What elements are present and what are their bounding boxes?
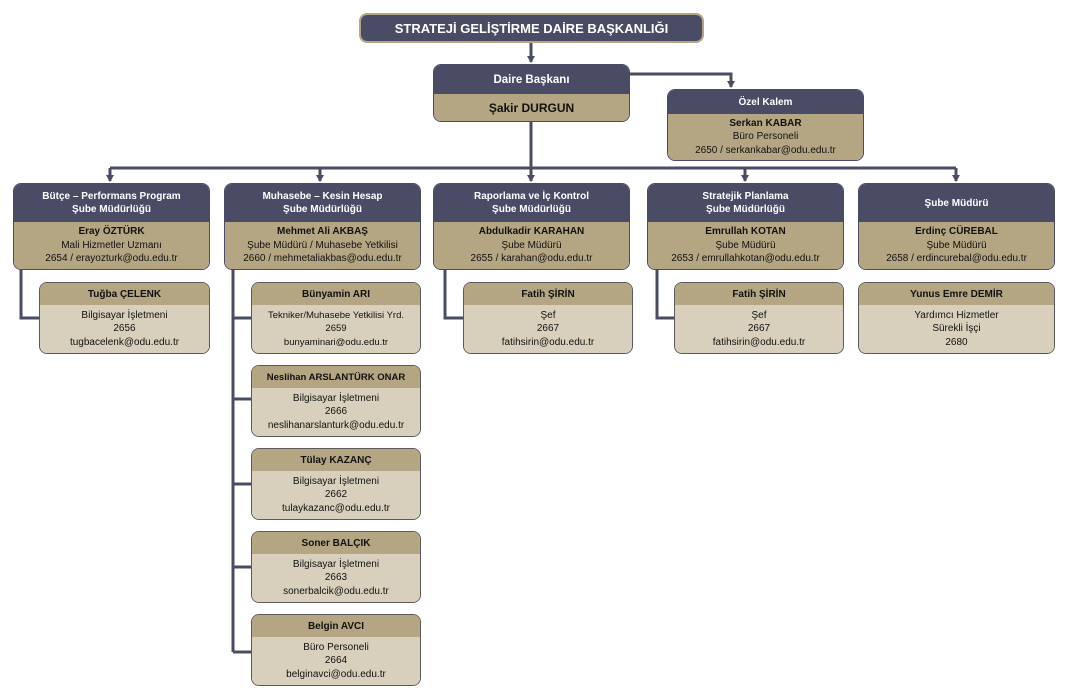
staff-extension: 2662: [324, 489, 348, 501]
staff-role: Şef: [540, 309, 556, 321]
connector-staff-4: [655, 270, 674, 320]
staff-email: belginavci@odu.edu.tr: [286, 668, 386, 680]
staff-card: Soner BALÇIK Bilgisayar İşletmeni 2663 s…: [251, 531, 421, 603]
department-manager-role: Şube Müdürü: [926, 239, 987, 251]
private-office-box: Özel Kalem Serkan KABAR Büro Personeli 2…: [667, 89, 864, 161]
department-manager-name: Abdulkadir KARAHAN: [478, 226, 585, 238]
department-manager-contact: 2653 / emrullahkotan@odu.edu.tr: [671, 253, 820, 265]
staff-name: Belgin AVCI: [252, 615, 420, 637]
staff-role: Büro Personeli: [303, 641, 369, 653]
staff-card: Yunus Emre DEMİR Yardımcı Hizmetler Süre…: [858, 282, 1055, 354]
staff-card: Tuğba ÇELENK Bilgisayar İşletmeni 2656 t…: [39, 282, 210, 354]
connector-staff-1: [19, 270, 39, 320]
department-title: Şube Müdürü: [924, 197, 989, 209]
department-manager-contact: 2655 / karahan@odu.edu.tr: [470, 253, 593, 265]
staff-card: Tülay KAZANÇ Bilgisayar İşletmeni 2662 t…: [251, 448, 421, 520]
department-manager-role: Şube Müdürü: [715, 239, 776, 251]
staff-name: Tülay KAZANÇ: [252, 449, 420, 471]
connector-head-private-office: [630, 72, 735, 88]
department-manager-contact: 2654 / erayozturk@odu.edu.tr: [45, 253, 178, 265]
staff-card: Neslihan ARSLANTÜRK ONAR Bilgisayar İşle…: [251, 365, 421, 437]
staff-email: fatihsirin@odu.edu.tr: [501, 336, 595, 348]
department-manager-name: Mehmet Ali AKBAŞ: [277, 226, 368, 238]
staff-card: Bünyamin ARI Tekniker/Muhasebe Yetkilisi…: [251, 282, 421, 354]
staff-role: Bilgisayar İşletmeni: [292, 558, 380, 570]
department-manager-role: Şube Müdürü: [501, 239, 562, 251]
staff-name: Bünyamin ARI: [252, 283, 420, 305]
department-title: Muhasebe – Kesin Hesap: [262, 191, 383, 202]
staff-name: Tuğba ÇELENK: [40, 283, 209, 305]
staff-role: Bilgisayar İşletmeni: [81, 309, 168, 321]
staff-role: Tekniker/Muhasebe Yetkilisi Yrd.: [267, 309, 405, 321]
org-title: STRATEJİ GELİŞTİRME DAİRE BAŞKANLIĞI: [361, 15, 702, 41]
connector-staff-3: [443, 270, 463, 320]
head-name: Şakir DURGUN: [434, 94, 629, 121]
department-subtitle: Şube Müdürlüğü: [706, 204, 785, 215]
staff-extension: 2664: [324, 655, 348, 667]
private-office-contact: 2650 / serkankabar@odu.edu.tr: [695, 144, 836, 156]
head-role: Daire Başkanı: [434, 65, 629, 94]
staff-email: tulaykazanc@odu.edu.tr: [282, 502, 390, 514]
staff-extension: 2666: [324, 406, 348, 418]
staff-role: Bilgisayar İşletmeni: [292, 392, 380, 404]
staff-card: Fatih ŞİRİN Şef 2667 fatihsirin@odu.edu.…: [674, 282, 844, 354]
private-office-role: Büro Personeli: [732, 131, 799, 143]
department-subtitle: Şube Müdürlüğü: [72, 204, 151, 215]
staff-employment-type: Sürekli İşçi: [932, 323, 981, 335]
staff-extension: 2667: [747, 323, 771, 335]
staff-card: Fatih ŞİRİN Şef 2667 fatihsirin@odu.edu.…: [463, 282, 633, 354]
head-box: Daire Başkanı Şakir DURGUN: [433, 64, 630, 122]
org-title-box: STRATEJİ GELİŞTİRME DAİRE BAŞKANLIĞI: [359, 13, 704, 43]
department-manager-role: Şube Müdürü / Muhasebe Yetkilisi: [247, 239, 398, 251]
department-title: Stratejik Planlama: [702, 191, 789, 202]
private-office-title: Özel Kalem: [668, 90, 863, 114]
department-title: Bütçe – Performans Program: [42, 191, 181, 202]
department-manager-role: Mali Hizmetler Uzmanı: [61, 239, 162, 251]
staff-name: Fatih ŞİRİN: [464, 283, 632, 305]
staff-extension: 2663: [324, 572, 348, 584]
department-subtitle: Şube Müdürlüğü: [492, 204, 571, 215]
department-manager-name: Emrullah KOTAN: [705, 226, 786, 238]
staff-extension: 2656: [113, 323, 136, 335]
staff-email: neslihanarslanturk@odu.edu.tr: [267, 419, 405, 431]
staff-email: tugbacelenk@odu.edu.tr: [69, 336, 180, 348]
department-manager-name: Eray ÖZTÜRK: [78, 226, 145, 238]
department-title: Raporlama ve İç Kontrol: [473, 191, 590, 202]
staff-role: Bilgisayar İşletmeni: [292, 475, 380, 487]
staff-role: Yardımcı Hizmetler: [914, 309, 999, 321]
staff-name: Fatih ŞİRİN: [675, 283, 843, 305]
staff-email: fatihsirin@odu.edu.tr: [712, 336, 806, 348]
staff-extension: 2680: [945, 336, 968, 348]
staff-name: Yunus Emre DEMİR: [859, 283, 1054, 305]
department-manager-name: Erdinç CÜREBAL: [915, 226, 998, 238]
department-box: Şube Müdürü Erdinç CÜREBAL Şube Müdürü 2…: [858, 183, 1055, 270]
staff-email: sonerbalcik@odu.edu.tr: [283, 585, 389, 597]
staff-extension: 2667: [536, 323, 560, 335]
staff-email: bunyaminari@odu.edu.tr: [283, 336, 389, 348]
staff-name: Soner BALÇIK: [252, 532, 420, 554]
department-manager-contact: 2660 / mehmetaliakbas@odu.edu.tr: [243, 253, 402, 265]
department-manager-contact: 2658 / erdincurebal@odu.edu.tr: [886, 253, 1027, 265]
staff-card: Belgin AVCI Büro Personeli 2664 belginav…: [251, 614, 421, 686]
staff-role: Şef: [751, 309, 767, 321]
private-office-name: Serkan KABAR: [729, 117, 802, 129]
staff-extension: 2659: [325, 323, 347, 335]
staff-name: Neslihan ARSLANTÜRK ONAR: [252, 366, 420, 388]
department-subtitle: Şube Müdürlüğü: [283, 204, 362, 215]
